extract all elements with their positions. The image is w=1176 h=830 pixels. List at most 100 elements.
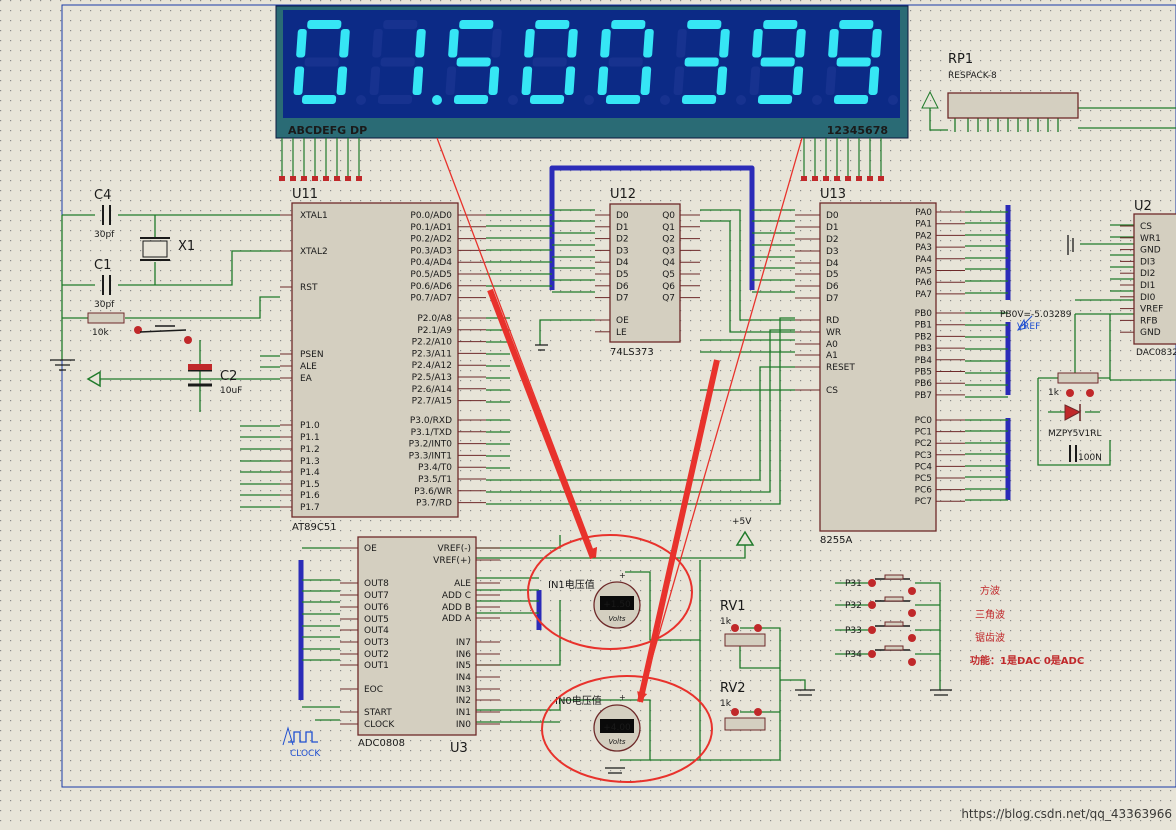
u11-body (291, 202, 459, 518)
arrow-to-in1-thick (487, 288, 596, 560)
pin-label: P1.4 (300, 468, 320, 478)
display-digits (293, 20, 898, 105)
reset-resistor[interactable]: 10k (87, 312, 125, 338)
arrow-to-in0 (637, 137, 803, 703)
annotations: 方波 三角波 锯齿波 功能：1是DAC 0是ADC (970, 584, 1084, 667)
pin-label: PC3 (915, 451, 932, 461)
u2-dac[interactable]: U2 DAC0832 CSWR1GNDDI3DI2DI1DI0VREFRFBGN… (1120, 199, 1176, 358)
pin-label: P0.1/AD1 (410, 223, 452, 233)
dac-resistor[interactable]: 1k (1048, 372, 1099, 398)
pin-label: IN5 (456, 661, 471, 671)
u13-right-pins: PA0PA1PA2PA3PA4PA5PA6PA7PB0PB1PB2PB3PB4P… (915, 208, 965, 507)
pin-label: P2.0/A8 (417, 314, 452, 324)
pin-label: VREF (1140, 305, 1163, 315)
voltmeter-in1[interactable]: +1.50 Volts IN1电压值 + (548, 571, 641, 629)
pin-label: P3.3/INT1 (409, 451, 452, 461)
dac-resistor-value: 1k (1048, 388, 1060, 398)
u11-right-pins: P0.0/AD0P0.1/AD1P0.2/AD2P0.3/AD3P0.4/AD4… (409, 211, 486, 509)
pin-label: IN4 (456, 673, 471, 683)
pin-label: PB0 (915, 309, 933, 319)
switch-p31[interactable]: P31 (845, 574, 916, 595)
seven-segment-display[interactable]: ABCDEFG DP 12345678 (275, 5, 909, 139)
pin-label: XTAL1 (300, 211, 328, 221)
note-sawtooth-wave: 锯齿波 (975, 631, 1005, 644)
pin-label: P3.7/RD (416, 499, 452, 509)
pin-label: PB5 (915, 368, 932, 378)
clock-source[interactable]: CLOCK (282, 726, 321, 759)
in0-label: IN0电压值 (555, 694, 602, 707)
pin-label: PC7 (915, 497, 932, 507)
pin-label: ADD C (442, 591, 471, 601)
pin-label: P2.6/A14 (412, 385, 453, 395)
pin-label: DI1 (1140, 281, 1155, 291)
switch-p34[interactable]: P34 (845, 645, 916, 666)
pin-label: IN7 (456, 638, 471, 648)
supply-label: +5V (732, 517, 752, 527)
voltmeter-in0[interactable]: +4.00 Volts IN0电压值 + (555, 693, 641, 752)
dac-cap-value: 100N (1078, 453, 1102, 463)
pin-label: PC5 (915, 474, 932, 484)
pin-label: PC0 (915, 416, 933, 426)
pin-label: D2 (616, 235, 629, 245)
u3-left-pins: OEOUT8OUT7OUT6OUT5OUT4OUT3OUT2OUT1EOCSTA… (340, 544, 395, 730)
pin-label: Q7 (662, 294, 675, 304)
pin-label: IN1 (456, 708, 471, 718)
zener-diode[interactable]: MZPY5V1RL (1048, 404, 1102, 439)
potentiometer-rv2[interactable]: RV2 1k (720, 681, 766, 731)
pin-label: PB4 (915, 356, 933, 366)
c4-ref: C4 (94, 188, 111, 203)
highlight-ellipse-in0 (541, 675, 713, 783)
pin-label: OUT4 (364, 626, 389, 636)
u13-ppi[interactable]: U13 8255A D0D1D2D3D4D5D6D7RDWRA0A1RESETC… (795, 187, 965, 546)
u2-body (1133, 213, 1176, 345)
pin-label: OE (616, 316, 629, 326)
pin-label: ADD A (442, 614, 472, 624)
pin-label: D4 (616, 258, 629, 268)
switch-label: P33 (845, 626, 862, 636)
pin-label: P3.1/TXD (411, 428, 452, 438)
rp1-part: RESPACK-8 (948, 71, 997, 81)
pin-label: D1 (616, 223, 629, 233)
switch-p33[interactable]: P33 (845, 621, 916, 642)
pin-label: D5 (616, 270, 629, 280)
pin-label: P3.0/RXD (410, 416, 452, 426)
pin-label: P0.0/AD0 (410, 211, 452, 221)
switch-p32[interactable]: P32 (845, 596, 916, 617)
pin-label: PC1 (915, 428, 932, 438)
crystal-x1[interactable]: X1 (140, 237, 195, 261)
vref-probe[interactable]: PB0V=-5.03289 VREF (1000, 310, 1072, 332)
u3-adc[interactable]: U3 ADC0808 OEOUT8OUT7OUT6OUT5OUT4OUT3OUT… (340, 536, 500, 756)
pin-label: GND (1140, 328, 1161, 338)
pin-label: ALE (454, 579, 471, 589)
rp1-resistor-pack[interactable]: RP1 RESPACK-8 (921, 52, 1079, 119)
pin-label: P0.6/AD6 (410, 282, 452, 292)
pin-label: Q2 (662, 235, 675, 245)
pin-label: Q0 (662, 211, 675, 221)
potentiometer-rv1[interactable]: RV1 1k (720, 599, 766, 647)
pin-label: CS (826, 386, 838, 396)
output-terminal-arrow (86, 370, 101, 388)
pin-label: PC2 (915, 439, 932, 449)
pin-label: Q6 (662, 282, 675, 292)
dac-capacitor[interactable]: 100N (1069, 445, 1102, 463)
pin-label: PA1 (915, 220, 932, 230)
watermark: https://blog.csdn.net/qq_43363966 (961, 807, 1172, 821)
pin-label: PB6 (915, 379, 933, 389)
reset-button[interactable] (134, 325, 192, 344)
u12-ref: U12 (610, 187, 636, 202)
capacitor-c1[interactable]: C1 30pf (94, 258, 115, 310)
pin-label: A0 (826, 340, 838, 350)
capacitor-c4[interactable]: C4 30pf (94, 188, 115, 240)
c1-value: 30pf (94, 300, 115, 310)
pin-label: P2.4/A12 (412, 361, 452, 371)
pin-label: D3 (826, 247, 839, 257)
pin-label: D3 (616, 246, 629, 256)
pin-label: OUT2 (364, 650, 389, 660)
pin-label: XTAL2 (300, 247, 328, 257)
capacitor-c2[interactable]: C2 10uF (188, 364, 242, 396)
u11-microcontroller[interactable]: U11 AT89C51 XTAL1XTAL2RSTPSENALEEAP1.0P1… (280, 187, 486, 533)
